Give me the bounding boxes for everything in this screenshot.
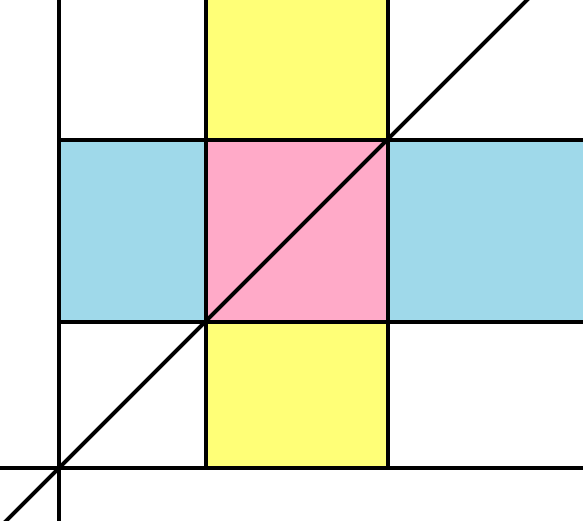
diagonal-line (3, 0, 530, 521)
